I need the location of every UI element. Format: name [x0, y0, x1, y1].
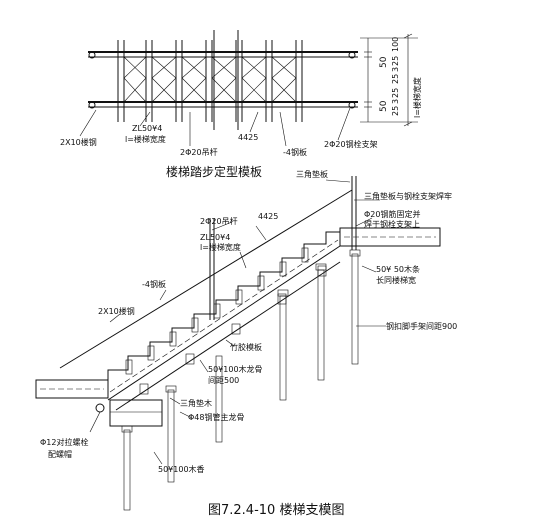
stair-soffit-form	[115, 261, 341, 411]
post-couplings	[121, 249, 361, 433]
label-keel-1: 50¥100木龙骨	[208, 364, 263, 374]
dim-mid: 50	[379, 100, 389, 112]
step-formwork-plates	[125, 247, 309, 375]
plan-dimension-chain	[360, 33, 418, 127]
label-timber-2: 长同楼梯宽	[376, 275, 416, 285]
label-bolt-fix-2: 焊于钢栓支架上	[364, 219, 420, 229]
upper-landing-slab	[339, 227, 441, 247]
dim-top: 50	[379, 56, 389, 68]
label-support: 2Φ20钢栓支架	[324, 139, 378, 149]
label-width: l=楼梯宽度	[200, 242, 241, 252]
label-triangle-top: 三角垫板	[296, 169, 328, 179]
label-width: l=楼梯宽度	[125, 134, 166, 144]
dim-seg-2: 25	[391, 56, 400, 66]
label-triangle-wood: 三角垫木	[180, 398, 212, 408]
plan-rail-end	[88, 51, 96, 59]
label-bamboo: 竹胶模板	[230, 342, 262, 352]
dim-total: l=楼梯宽度	[412, 77, 422, 118]
label-pipe: Φ48钢管主龙骨	[188, 412, 244, 422]
plan-rail-end	[348, 51, 356, 59]
dim-seg-1: 100	[391, 37, 400, 52]
lower-landing-slab	[35, 379, 109, 399]
label-l425: 4425	[258, 212, 278, 221]
label-hanger: 2Φ20吊杆	[180, 147, 218, 157]
label-steel-2x10: 2X10楼钢	[98, 306, 135, 316]
label-steel-2x10: 2X10楼钢	[60, 137, 97, 147]
stair-soffit	[107, 245, 341, 401]
dim-seg-5: 25	[391, 88, 400, 98]
dim-seg-7: 25	[391, 106, 400, 116]
scaffold-posts	[123, 253, 359, 511]
dim-seg-4: 25	[391, 74, 400, 84]
stair-top-guide	[59, 189, 353, 369]
label-hanger: 2Φ20吊杆	[200, 216, 238, 226]
label-keel-bottom: 50¥100木香	[158, 464, 205, 474]
step-profile	[107, 231, 340, 380]
figure-caption: 图7.2.4-10 楼梯支模图	[208, 503, 344, 518]
label-scaffold: 钢扣脚手架间距900	[386, 321, 457, 331]
plan-stringers	[117, 40, 303, 122]
plan-view: 50 50 100 25 3 25 25 3 25 l=楼梯宽度 2X10楼钢 …	[60, 30, 422, 179]
section-view: 三角垫板 三角垫板与钢栓支架焊牢 Φ20钢筋固定并 焊于钢栓支架上 2Φ20吊杆…	[35, 169, 457, 511]
label-channel: ZL50¥4	[132, 124, 162, 133]
bottom-support-box	[109, 399, 163, 427]
plan-rail-end	[348, 101, 356, 109]
label-plate: -4钢板	[283, 147, 307, 157]
label-l425: 4425	[238, 133, 258, 142]
plan-rail-end	[88, 101, 96, 109]
label-bolt-1: Φ12对拉螺栓	[40, 437, 88, 447]
keel-beams	[139, 265, 327, 395]
label-triangle-bolt: 三角垫板与钢栓支架焊牢	[364, 191, 452, 201]
label-bolt-2: 配螺帽	[48, 449, 72, 459]
plan-bracing	[123, 56, 297, 103]
label-channel: ZL50¥4	[200, 233, 230, 242]
dim-seg-6: 3	[391, 99, 400, 104]
bolt-head	[95, 403, 105, 413]
plan-title: 楼梯踏步定型模板	[166, 164, 262, 179]
label-timber-1: 50¥ 50木条	[376, 264, 420, 274]
label-keel-2: 间距500	[208, 376, 239, 385]
dim-seg-3: 3	[391, 67, 400, 72]
label-plate: -4钢板	[142, 279, 166, 289]
label-bolt-fix-1: Φ20钢筋固定并	[364, 209, 420, 219]
